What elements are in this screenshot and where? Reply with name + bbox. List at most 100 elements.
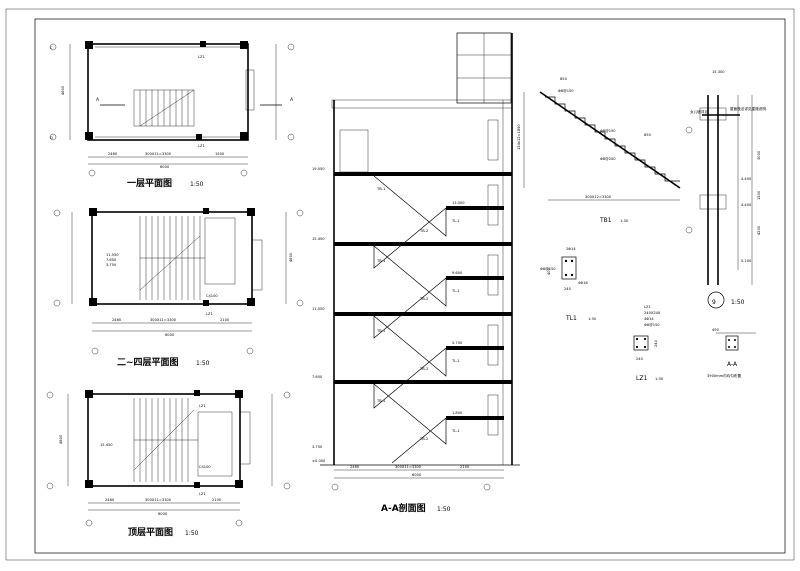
sec-tag-tb2-a: TB-2 <box>419 229 428 233</box>
plan1-column-tag: LZ1 <box>198 55 205 59</box>
plan1-section-mark-right: A <box>290 97 294 103</box>
sec-landing-4: 1.800 <box>452 411 463 415</box>
sec-level-4: 7.650 <box>312 375 323 379</box>
detail-9: 15.300 女儿墙详见 屋面做法详见建施说明 4.400 4.400 5.10… <box>685 70 766 309</box>
sec-landing-1: 13.500 <box>452 201 465 205</box>
plan1-stair-dim: 300X11=3300 <box>145 152 172 156</box>
sec-tag-tb2-c: TB-2 <box>419 367 428 371</box>
sec-level-3: 11.550 <box>312 307 325 311</box>
sec-tag-tl1-b: TL-1 <box>451 289 460 293</box>
lz1-scale: 1:30 <box>655 377 664 381</box>
detail9-scale: 1:50 <box>731 299 745 306</box>
tb1-rebar-bot: Φ8@200 <box>600 157 616 161</box>
inner-frame <box>34 18 786 554</box>
top-floor-plan: 15.450 C4100 LZ1 LZ1 2460 300X11=3300 21… <box>46 390 291 538</box>
tb1-scale: 1:30 <box>620 219 629 223</box>
detail9-level-3: 5.100 <box>741 259 752 263</box>
outer-frame <box>5 8 795 561</box>
sec-tag-tb1-d: TB-1 <box>376 399 385 403</box>
lz1-size: 240 <box>636 357 644 361</box>
detail9-note2: 屋面做法详见建施说明 <box>730 106 766 111</box>
sec-tag-tb2-d: TB-2 <box>419 437 428 441</box>
section-a-a: 19.050 15.450 11.550 7.650 3.750 ±0.000 … <box>312 32 520 514</box>
lz1-spec-3: 4Φ14 <box>644 317 654 321</box>
sec-tag-tb2-b: TB-2 <box>419 297 428 301</box>
tl1-scale: 1:30 <box>588 317 597 321</box>
lz1-depth: 240 <box>654 339 658 347</box>
plan3-right-dim: 2100 <box>212 498 222 502</box>
plan2-level-2: 7.650 <box>106 258 117 262</box>
section-title: A-A剖面图 <box>381 502 426 514</box>
aa-detail: 490 A-A 3900mm内均匀布置 <box>707 328 756 378</box>
detail9-level-1: 4.400 <box>741 177 752 181</box>
lz1-title: LZ1 <box>636 375 647 382</box>
plan3-column-tag: LZ1 <box>199 404 206 408</box>
plan1-grid-d: D <box>50 136 53 140</box>
plan1-title: 一层平面图 <box>127 178 172 189</box>
tl1-rebar-bot: 4Φ16 <box>578 281 588 285</box>
sec-tag-tl1-c: TL-1 <box>451 359 460 363</box>
tl1-stirrup: Φ6@150 <box>540 267 556 271</box>
sec-tag-tb1-b: TB-1 <box>376 259 385 263</box>
plan3-level: 15.450 <box>100 443 113 447</box>
sec-dim-left: 2460 <box>350 465 360 469</box>
detail9-note1: 女儿墙详见 <box>690 109 708 114</box>
plan3-window-tag: C4100 <box>199 465 211 469</box>
detail9-top: 15.300 <box>712 70 725 74</box>
plan1-left-dim: 2460 <box>108 152 118 156</box>
typical-floor-plan: 11.550 7.650 3.750 C4100 LZ1 2460 300X11… <box>53 208 304 368</box>
plan2-right-dim: 2100 <box>220 318 230 322</box>
plan2-title: 二~四层平面图 <box>117 357 179 368</box>
aa-note: 3900mm内均匀布置 <box>707 373 742 378</box>
detail9-dim-3: 1500 <box>757 190 761 200</box>
tb1-title: TB1 <box>599 217 612 224</box>
tl1-size: 240 <box>564 287 572 291</box>
lz1-spec-1: LZ1 <box>644 305 651 309</box>
plan1-height-dim: 4800 <box>61 85 65 95</box>
section-scale: 1:50 <box>437 506 451 513</box>
plan2-column-tag: LZ1 <box>206 312 213 316</box>
sec-tag-tl1-a: TL-1 <box>451 219 460 223</box>
plan1-overall-dim: 6000 <box>160 165 170 169</box>
detail9-dim-2: 4200 <box>757 225 761 235</box>
tb1-top-dim: 850 <box>560 77 568 81</box>
sec-level-2: 15.450 <box>312 237 325 241</box>
sec-landing-3: 5.700 <box>452 341 463 345</box>
tl1-title: TL1 <box>565 315 577 322</box>
plan1-scale: 1:50 <box>190 181 204 188</box>
sec-tag-tl1-d: TL-1 <box>451 429 460 433</box>
tb1-run-dim: 300X12=3300 <box>585 195 612 199</box>
plan1-right-dim: 1500 <box>215 152 225 156</box>
plan3-left-dim: 2460 <box>105 498 115 502</box>
sec-level-5: 3.750 <box>312 445 323 449</box>
plan1-section-mark-left: A <box>96 97 100 103</box>
sec-landing-2: 9.600 <box>452 271 463 275</box>
aa-dim: 490 <box>712 328 720 332</box>
sec-tag-tb1-c: TB-1 <box>376 329 385 333</box>
plan2-window-tag: C4100 <box>206 294 218 298</box>
tl1-detail: 2Φ14 Φ6@150 4Φ16 240 400 TL1 1:30 <box>540 247 597 322</box>
sec-dim-right: 2100 <box>460 465 470 469</box>
tb1-detail: 850 Φ8@150 Φ8@150 Φ8@200 850 154x12=1850… <box>517 77 681 224</box>
plan1-column-tag-2: LZ1 <box>198 144 205 148</box>
tl1-depth: 400 <box>547 267 551 275</box>
ground-floor-plan: LZ1 LZ1 A A 2460 300X11=3300 1500 6000 4… <box>49 41 295 189</box>
lz1-detail: LZ1 240X240 4Φ14 Φ6@150 240 240 LZ1 1:30 <box>633 305 664 382</box>
tb1-rebar-mid: Φ8@150 <box>600 129 616 133</box>
plan3-title: 顶层平面图 <box>128 527 173 538</box>
plan3-overall-dim: 6000 <box>158 512 168 516</box>
sec-dim-mid: 300X11=3300 <box>395 465 422 469</box>
lz1-spec-2: 240X240 <box>644 311 661 315</box>
plan3-scale: 1:50 <box>185 530 199 537</box>
tl1-rebar-top: 2Φ14 <box>566 247 576 251</box>
detail9-number: 9 <box>712 299 716 306</box>
plan2-scale: 1:50 <box>196 360 210 367</box>
lz1-spec-4: Φ6@150 <box>644 323 660 327</box>
detail9-dim-1: 3000 <box>757 150 761 160</box>
plan3-height-dim: 4800 <box>59 434 63 444</box>
sec-level-1: 19.050 <box>312 167 325 171</box>
plan2-level-3: 3.750 <box>106 263 117 267</box>
sec-overall: 6000 <box>412 473 422 477</box>
